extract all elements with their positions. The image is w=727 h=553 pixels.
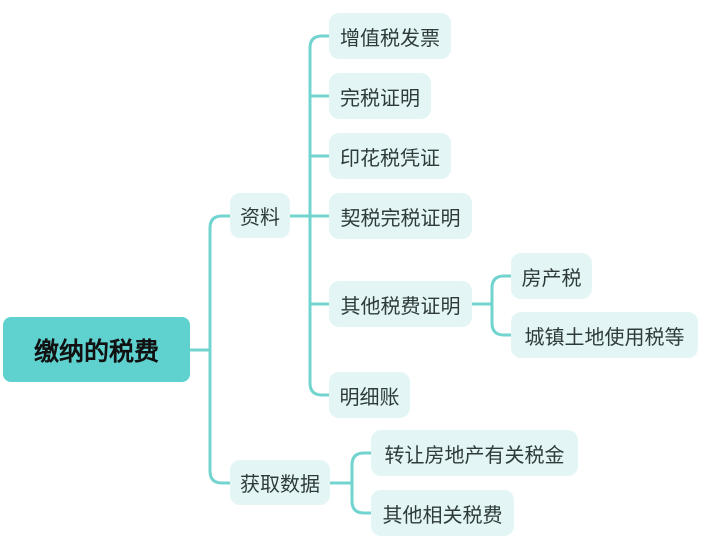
- connector-to-transfer-tax: [350, 451, 374, 485]
- root-node[interactable]: 缴纳的税费: [3, 317, 190, 382]
- connector-to-vat-invoice: [308, 34, 332, 50]
- tax-certificate-node[interactable]: 完税证明: [329, 73, 431, 119]
- transfer-tax-label: 转让房地产有关税金: [384, 442, 565, 467]
- connector-to-land-use-tax: [490, 302, 514, 337]
- property-tax-node[interactable]: 房产税: [511, 253, 592, 299]
- land-use-tax-label: 城镇土地使用税等: [524, 324, 685, 349]
- connector-to-ledger: [308, 381, 332, 397]
- connector-to-other-fees: [350, 481, 374, 515]
- acquire-data-node[interactable]: 获取数据: [230, 460, 330, 505]
- connector-to-property-tax: [490, 274, 514, 306]
- property-tax-label: 房产税: [521, 265, 582, 290]
- connector-root-to-acquire: [208, 348, 234, 485]
- root-label: 缴纳的税费: [33, 336, 159, 366]
- stamp-tax-node[interactable]: 印花税凭证: [329, 133, 451, 179]
- materials-label: 资料: [240, 205, 280, 229]
- other-tax-cert-node[interactable]: 其他税费证明: [329, 281, 472, 327]
- deed-tax-label: 契税完税证明: [340, 205, 461, 230]
- tax-certificate-label: 完税证明: [340, 85, 420, 110]
- connector-root-to-materials: [208, 214, 234, 352]
- ledger-node[interactable]: 明细账: [329, 372, 410, 418]
- vat-invoice-node[interactable]: 增值税发票: [329, 13, 451, 59]
- ledger-label: 明细账: [339, 384, 400, 409]
- materials-node[interactable]: 资料: [230, 193, 290, 238]
- transfer-tax-node[interactable]: 转让房地产有关税金: [371, 430, 578, 476]
- stamp-tax-label: 印花税凭证: [340, 145, 440, 170]
- other-fees-node[interactable]: 其他相关税费: [371, 490, 514, 536]
- other-tax-cert-label: 其他税费证明: [340, 293, 461, 318]
- vat-invoice-label: 增值税发票: [340, 25, 440, 50]
- acquire-data-label: 获取数据: [240, 472, 320, 496]
- land-use-tax-node[interactable]: 城镇土地使用税等: [511, 312, 698, 358]
- other-fees-label: 其他相关税费: [382, 502, 503, 527]
- deed-tax-node[interactable]: 契税完税证明: [329, 193, 472, 239]
